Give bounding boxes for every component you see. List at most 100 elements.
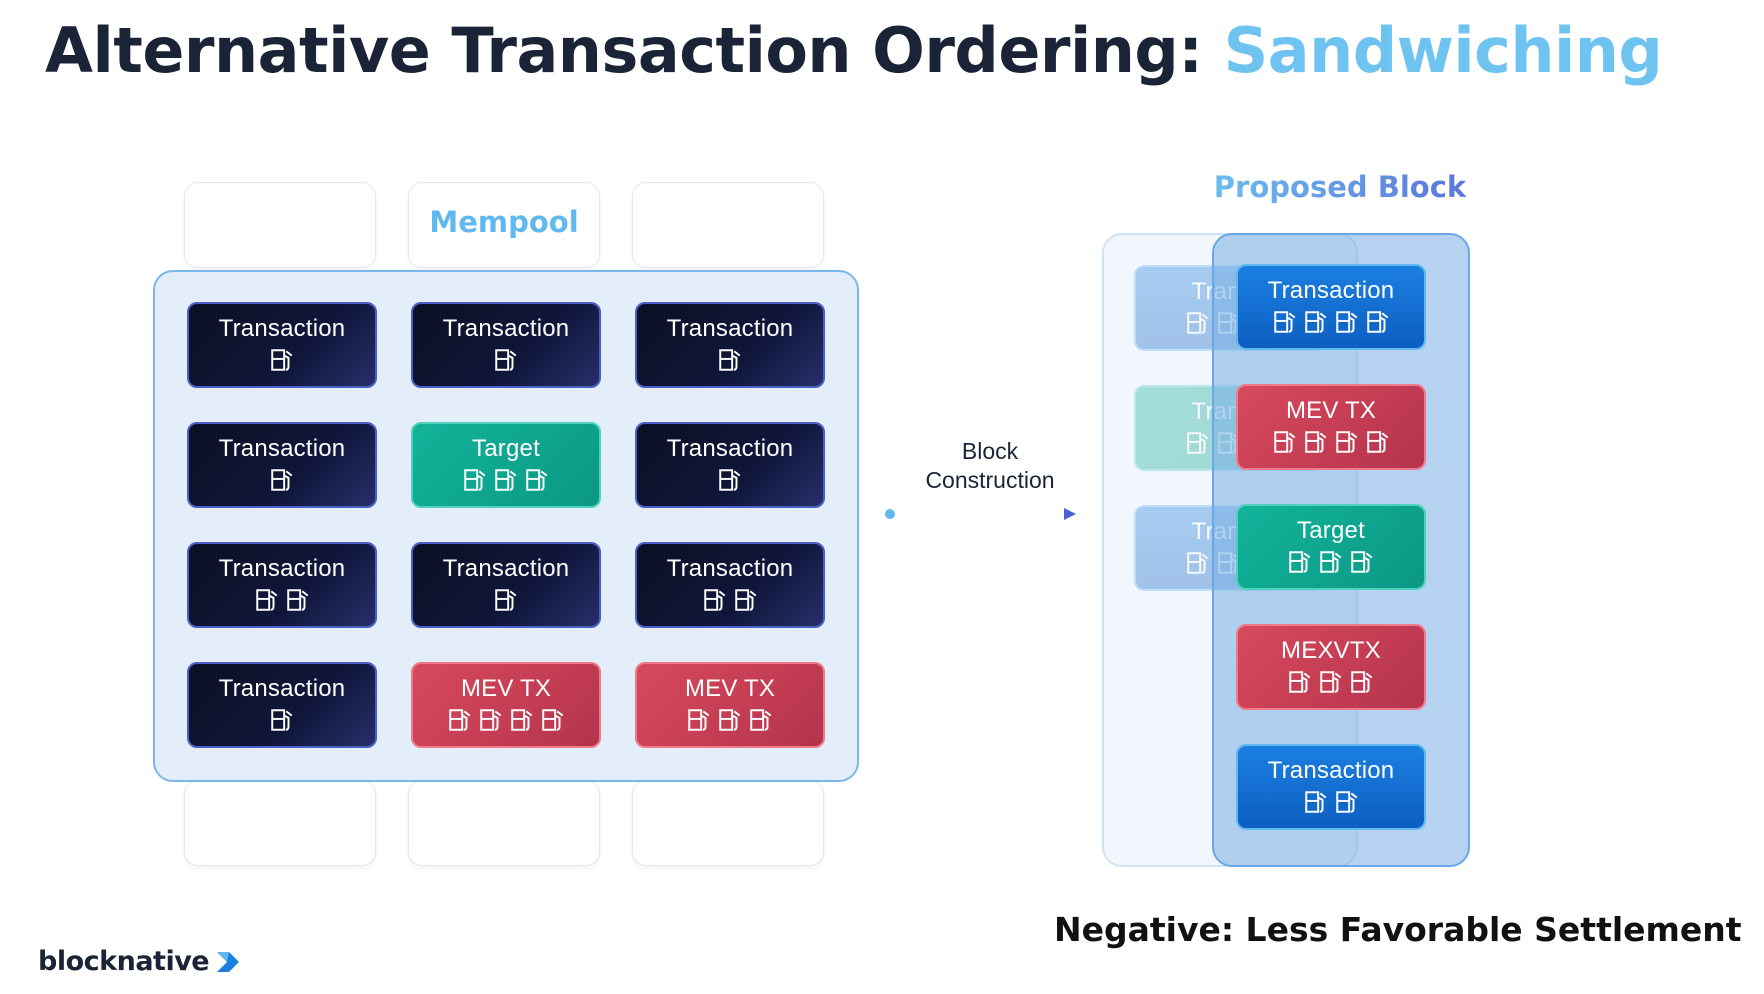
card-icons (686, 707, 774, 733)
fuel-pump-icon (1273, 311, 1295, 333)
card-label: Target (472, 435, 540, 462)
fuel-pump-icon (1187, 552, 1209, 574)
fuel-pump-icon (1304, 791, 1326, 813)
card-icons (1287, 549, 1375, 575)
card-label: Transaction (1267, 757, 1395, 784)
fuel-pump-icon (495, 589, 517, 611)
card-label: Transaction (218, 435, 346, 462)
logo-text: blocknative (38, 946, 210, 977)
fuel-pump-icon (1366, 311, 1388, 333)
fuel-pump-icon (271, 349, 293, 371)
fuel-pump-icon (1335, 791, 1357, 813)
blocknative-logo: blocknative (38, 946, 241, 977)
card-label: Transaction (218, 315, 346, 342)
block-construction-label: Block Construction (905, 437, 1075, 495)
transaction-card: Transaction (187, 302, 377, 388)
mev-tx-card: MEV TX (411, 662, 601, 748)
negative-note: Negative: Less Favorable Settlement (1054, 910, 1742, 949)
mempool-ghost-card (184, 780, 376, 866)
fuel-pump-icon (1351, 551, 1373, 573)
card-label: MEV TX (460, 675, 552, 702)
proposed-block-title: Proposed Block (1190, 170, 1490, 204)
fuel-pump-icon (1289, 671, 1311, 693)
mempool-label: Mempool (429, 205, 579, 239)
fuel-pump-icon (1187, 432, 1209, 454)
mev-tx-card: MEV TX (1236, 384, 1426, 470)
transaction-card: Transaction (187, 662, 377, 748)
fuel-pump-icon (1320, 551, 1342, 573)
fuel-pump-icon (750, 709, 772, 731)
arrow-label-line1: Block (961, 438, 1019, 464)
fuel-pump-icon (1335, 311, 1357, 333)
mempool-ghost-card: Mempool (408, 182, 600, 268)
fuel-pump-icon (1289, 551, 1311, 573)
fuel-pump-icon (1304, 431, 1326, 453)
card-label: MEV TX (1285, 397, 1377, 424)
fuel-pump-icon (1304, 311, 1326, 333)
fuel-pump-icon (719, 709, 741, 731)
card-label: Transaction (442, 555, 570, 582)
card-label: MEXVTX (1281, 637, 1381, 664)
transaction-card: Transaction (635, 422, 825, 508)
fuel-pump-icon (286, 589, 308, 611)
card-label: Transaction (666, 315, 794, 342)
card-icons (269, 467, 295, 493)
fuel-pump-icon (541, 709, 563, 731)
fuel-pump-icon (495, 469, 517, 491)
fuel-pump-icon (688, 709, 710, 731)
fuel-pump-icon (703, 589, 725, 611)
fuel-pump-icon (1366, 431, 1388, 453)
logo-mark-icon (217, 951, 240, 972)
card-icons (1272, 429, 1391, 455)
arrow-right-icon (885, 508, 1076, 520)
card-label: Transaction (218, 675, 346, 702)
fuel-pump-icon (271, 469, 293, 491)
mempool-ghost-card (184, 182, 376, 268)
card-label: Transaction (666, 435, 794, 462)
fuel-pump-icon (1273, 431, 1295, 453)
card-label: Transaction (666, 555, 794, 582)
mempool-ghost-card (632, 182, 824, 268)
fuel-pump-icon (734, 589, 756, 611)
transaction-card: Transaction (187, 422, 377, 508)
fuel-pump-icon (510, 709, 532, 731)
card-icons (493, 587, 519, 613)
card-label: MEV TX (684, 675, 776, 702)
card-icons (1287, 669, 1375, 695)
fuel-pump-icon (1351, 671, 1373, 693)
fuel-pump-icon (1335, 431, 1357, 453)
card-icons (269, 707, 295, 733)
card-icons (717, 347, 743, 373)
transaction-card: Transaction (411, 542, 601, 628)
card-icons (1303, 789, 1360, 815)
card-icons (702, 587, 759, 613)
target-card: Target (411, 422, 601, 508)
card-icons (1272, 309, 1391, 335)
transaction-card: Transaction (1236, 264, 1426, 350)
fuel-pump-icon (1320, 671, 1342, 693)
title-main: Alternative Transaction Ordering: (45, 14, 1224, 87)
transaction-card: Transaction (635, 302, 825, 388)
card-icons (447, 707, 566, 733)
fuel-pump-icon (719, 469, 741, 491)
mev-tx-card: MEXVTX (1236, 624, 1426, 710)
title-accent: Sandwiching (1223, 14, 1663, 87)
card-icons (269, 347, 295, 373)
arrow-label-line2: Construction (925, 467, 1055, 493)
transaction-card: Transaction (187, 542, 377, 628)
fuel-pump-icon (526, 469, 548, 491)
card-icons (493, 347, 519, 373)
card-icons (717, 467, 743, 493)
card-icons (462, 467, 550, 493)
card-label: Transaction (218, 555, 346, 582)
mempool-ghost-card (408, 780, 600, 866)
fuel-pump-icon (255, 589, 277, 611)
target-card: Target (1236, 504, 1426, 590)
transaction-card: Transaction (635, 542, 825, 628)
mempool-ghost-card (632, 780, 824, 866)
fuel-pump-icon (495, 349, 517, 371)
fuel-pump-icon (479, 709, 501, 731)
fuel-pump-icon (448, 709, 470, 731)
fuel-pump-icon (719, 349, 741, 371)
transaction-card: Transaction (1236, 744, 1426, 830)
